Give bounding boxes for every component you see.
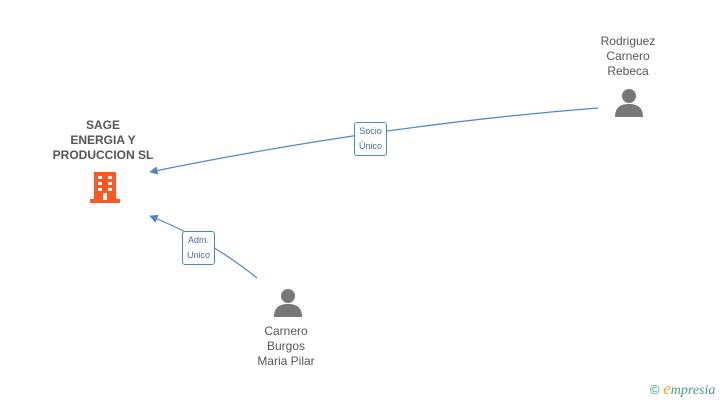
relation-label-socio-line-2: Único: [359, 141, 383, 151]
relation-label-socio-line-1: Socio: [359, 126, 382, 136]
person-icon[interactable]: [614, 88, 644, 118]
person-carnero-line-2: Burgos: [266, 339, 306, 353]
company-name-line-1: SAGE: [85, 118, 120, 132]
brand-rest: mpresia: [670, 383, 716, 398]
person-rodriguez-line-3: Rebeca: [607, 64, 649, 78]
person-carnero-name[interactable]: Carnero Burgos Maria Pilar: [236, 324, 336, 369]
relation-label-adm-line-1: Adm.: [188, 235, 210, 245]
brand-initial: e: [663, 379, 671, 398]
relation-label-adm-line-2: Unico: [187, 250, 211, 260]
company-name-line-3: PRODUCCION SL: [52, 148, 154, 162]
empresia-logo: © empresia: [650, 379, 715, 399]
person-carnero-line-1: Carnero: [264, 324, 308, 338]
relation-label-socio-unico[interactable]: Socio Único: [354, 122, 388, 156]
copyright-symbol: ©: [650, 382, 660, 397]
person-icon[interactable]: [273, 288, 303, 318]
relation-label-adm-unico[interactable]: Adm. Unico: [182, 231, 216, 265]
person-rodriguez-name[interactable]: Rodriguez Carnero Rebeca: [578, 34, 678, 79]
company-name[interactable]: SAGE ENERGIA Y PRODUCCION SL: [38, 118, 168, 163]
person-rodriguez-line-2: Carnero: [606, 49, 650, 63]
person-carnero-line-3: Maria Pilar: [257, 354, 315, 368]
building-icon[interactable]: [89, 170, 121, 204]
person-rodriguez-line-1: Rodriguez: [600, 34, 656, 48]
company-name-line-2: ENERGIA Y: [70, 133, 136, 147]
